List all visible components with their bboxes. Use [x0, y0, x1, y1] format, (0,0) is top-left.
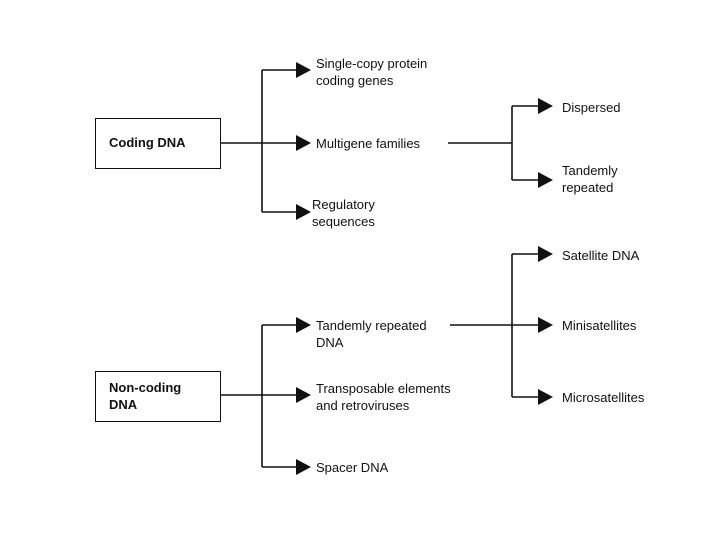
single-copy-genes-label: Single-copy protein coding genes [316, 56, 428, 88]
tandemly-repeated-label: Tandemly repeated [562, 163, 618, 195]
arrowhead [296, 459, 311, 475]
tandemly-repeated-dna-label: Tandemly repeated DNA [316, 317, 431, 351]
arrowheads [296, 62, 553, 475]
connector-lines [220, 69, 540, 468]
minisatellites-label: Minisatellites [562, 318, 637, 333]
coding-dna-label: Coding DNA [109, 135, 186, 150]
arrowhead [538, 389, 553, 405]
arrowhead [296, 62, 311, 78]
arrowhead [296, 317, 311, 333]
coding-dna-box: Coding DNA [95, 118, 221, 169]
arrowhead [538, 246, 553, 262]
microsatellites-label: Microsatellites [562, 390, 645, 405]
regulatory-sequences-label: Regulatory sequences [312, 197, 375, 229]
multigene-families-label: Multigene families [316, 135, 425, 152]
satellite-dna-label: Satellite DNA [562, 248, 640, 263]
spacer-dna-label: Spacer DNA [316, 460, 389, 475]
transposable-elements-label: Transposable elements and retroviruses [316, 381, 451, 413]
noncoding-dna-label: Non-coding DNA [109, 380, 182, 412]
arrowhead [296, 135, 311, 151]
arrowhead [538, 172, 553, 188]
noncoding-dna-box: Non-coding DNA [95, 371, 221, 422]
arrowhead [296, 204, 311, 220]
arrowhead [296, 387, 311, 403]
arrowhead [538, 317, 553, 333]
dispersed-label: Dispersed [562, 100, 621, 115]
arrowhead [538, 98, 553, 114]
